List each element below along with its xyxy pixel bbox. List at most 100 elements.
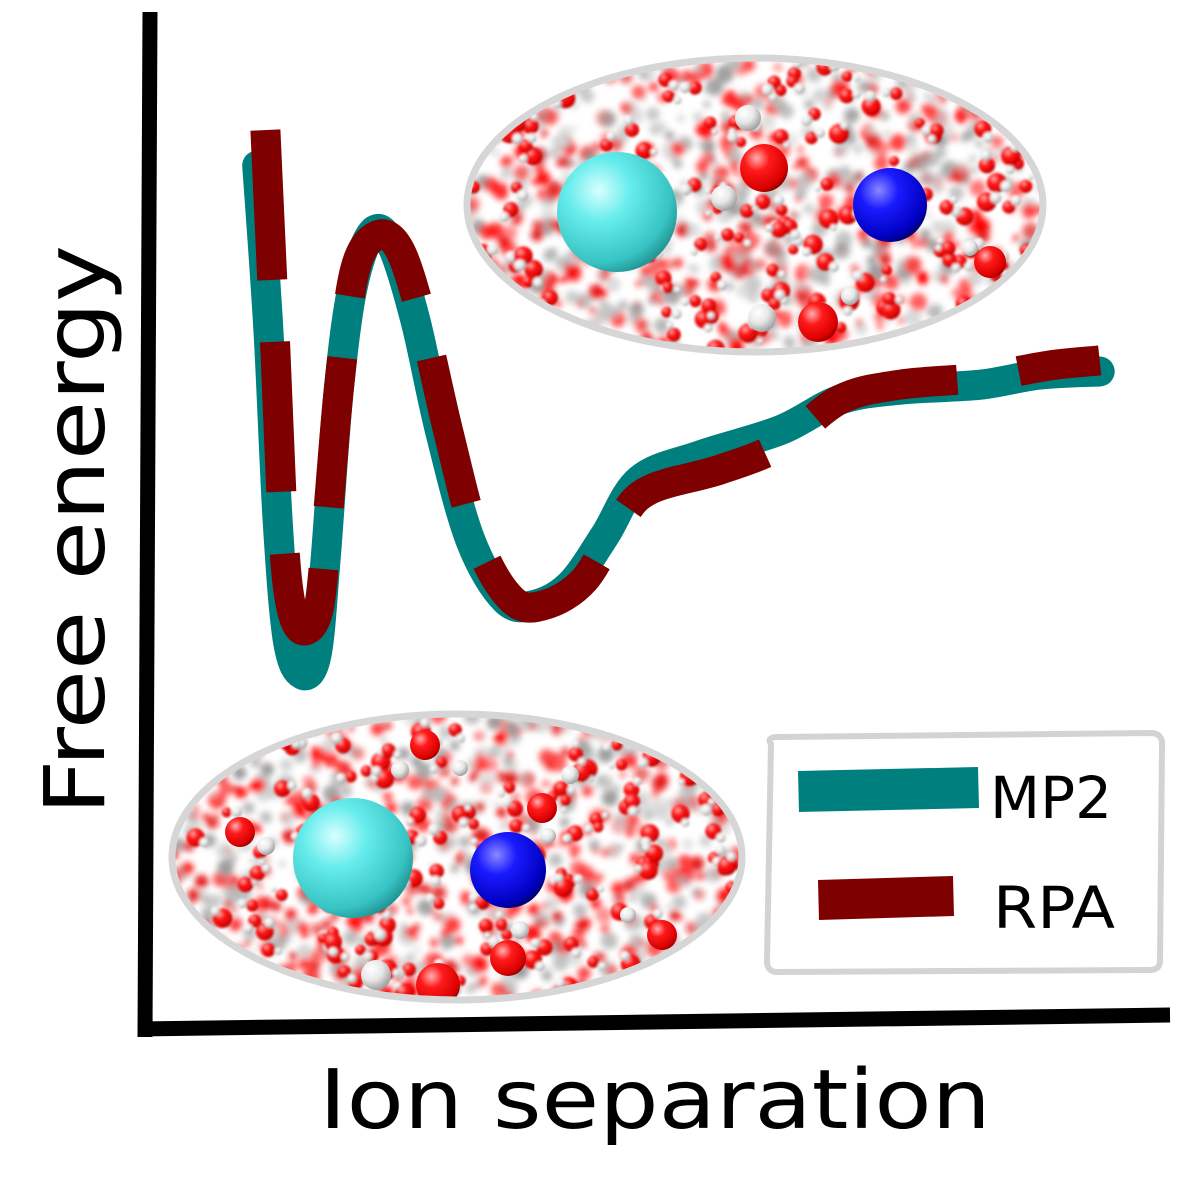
solvent-atom [340,785,353,798]
hydrogen-atom [341,952,350,962]
solvent-atom [191,812,199,821]
oxygen-atom [819,209,839,229]
oxygen-atom [701,298,717,314]
solvent-atom [533,229,544,241]
solvent-atom [334,760,351,777]
hydrogen-atom [328,947,338,957]
solvent-atom [923,91,932,100]
hydrogen-atom [274,947,282,955]
hydrogen-atom [495,910,504,920]
hydrogen-atom [518,154,528,163]
solvent-atom [380,737,387,744]
solvent-atom [598,302,616,320]
plot-area [242,129,1115,691]
oxygen-atom [478,918,493,933]
solvent-atom [298,956,312,971]
solvent-atom [722,826,730,835]
solvent-atom [501,166,514,178]
solvent-atom [615,843,624,852]
solvent-atom [297,944,312,958]
hydrogen-atom [243,923,254,934]
solvent-atom [279,860,286,868]
solvent-atom [670,142,681,153]
solvent-atom [559,817,570,828]
oxygen-atom [694,237,708,251]
solvent-atom [895,98,912,114]
solvent-atom [879,254,892,266]
oxygen-atom [615,758,628,771]
solvent-atom [876,322,884,330]
solvent-atom [216,842,234,860]
oxygen-atom [563,936,579,952]
solvent-atom [530,178,537,186]
solvent-atom [527,819,541,833]
solvent-atom [835,230,853,249]
solvent-atom [691,888,701,897]
oxygen-atom [838,205,858,225]
solvent-atom [321,738,336,752]
hydrogen-atom [895,296,904,304]
solvent-atom [614,785,621,792]
oxygen-atom [402,962,416,977]
hydrogen-atom [392,969,401,978]
solvent-atom [705,240,718,254]
solvent-atom [559,275,568,283]
solvent-atom [285,908,297,921]
solvent-atom [256,882,263,890]
solvent-atom [219,781,234,796]
solvent-atom [511,793,520,803]
solvent-atom [489,746,501,758]
solvent-atom [596,873,604,881]
solvent-atom [433,912,443,922]
hydrogen-atom [470,837,479,846]
solvent-atom [943,231,955,243]
solvent-atom [271,901,282,912]
solvent-atom [653,121,667,135]
hydrogen-atom [637,757,649,768]
solvent-atom [343,929,359,946]
solvent-atom [442,819,458,835]
oxygen-atom [647,920,677,950]
solvent-atom [235,786,248,799]
solvent-atom [905,133,916,144]
oxygen-atom [638,860,658,880]
solvent-atom [415,762,433,780]
solvent-atom [971,167,978,173]
solvent-atom [682,838,694,850]
solvent-atom [414,946,421,954]
hydrogen-atom [335,773,346,784]
solvent-atom [910,236,922,249]
hydrogen-atom [237,899,247,909]
solvent-atom [450,777,459,786]
solvent-atom [460,891,472,902]
solvent-atom [733,265,748,280]
oxygen-atom [410,730,440,760]
hydrogen-atom [571,740,580,749]
hydrogen-atom [393,982,402,990]
solvent-atom [794,187,807,200]
solvent-atom [935,147,947,159]
solvent-atom [635,279,644,287]
oxygen-atom [593,822,604,833]
oxygen-atom [337,965,351,979]
solvent-atom [498,821,509,831]
water-molecule [391,730,468,779]
oxygen-atom [839,88,854,104]
solvent-atom [745,95,754,104]
solvent-atom [680,69,695,84]
solvent-atom [649,903,658,913]
hydrogen-atom [714,234,722,241]
solvent-atom [502,755,514,768]
solvent-atom [804,99,815,110]
solvent-atom [974,139,984,149]
hydrogen-atom [700,804,713,816]
hydrogen-atom [270,886,277,893]
solvent-atom [708,262,718,272]
hydrogen-atom [560,807,567,814]
solvent-atom [793,213,800,220]
oxygen-atom [754,194,771,210]
oxygen-atom [506,800,524,817]
hydrogen-atom [668,80,679,91]
oxygen-atom [345,771,357,783]
solvent-atom [664,130,675,141]
